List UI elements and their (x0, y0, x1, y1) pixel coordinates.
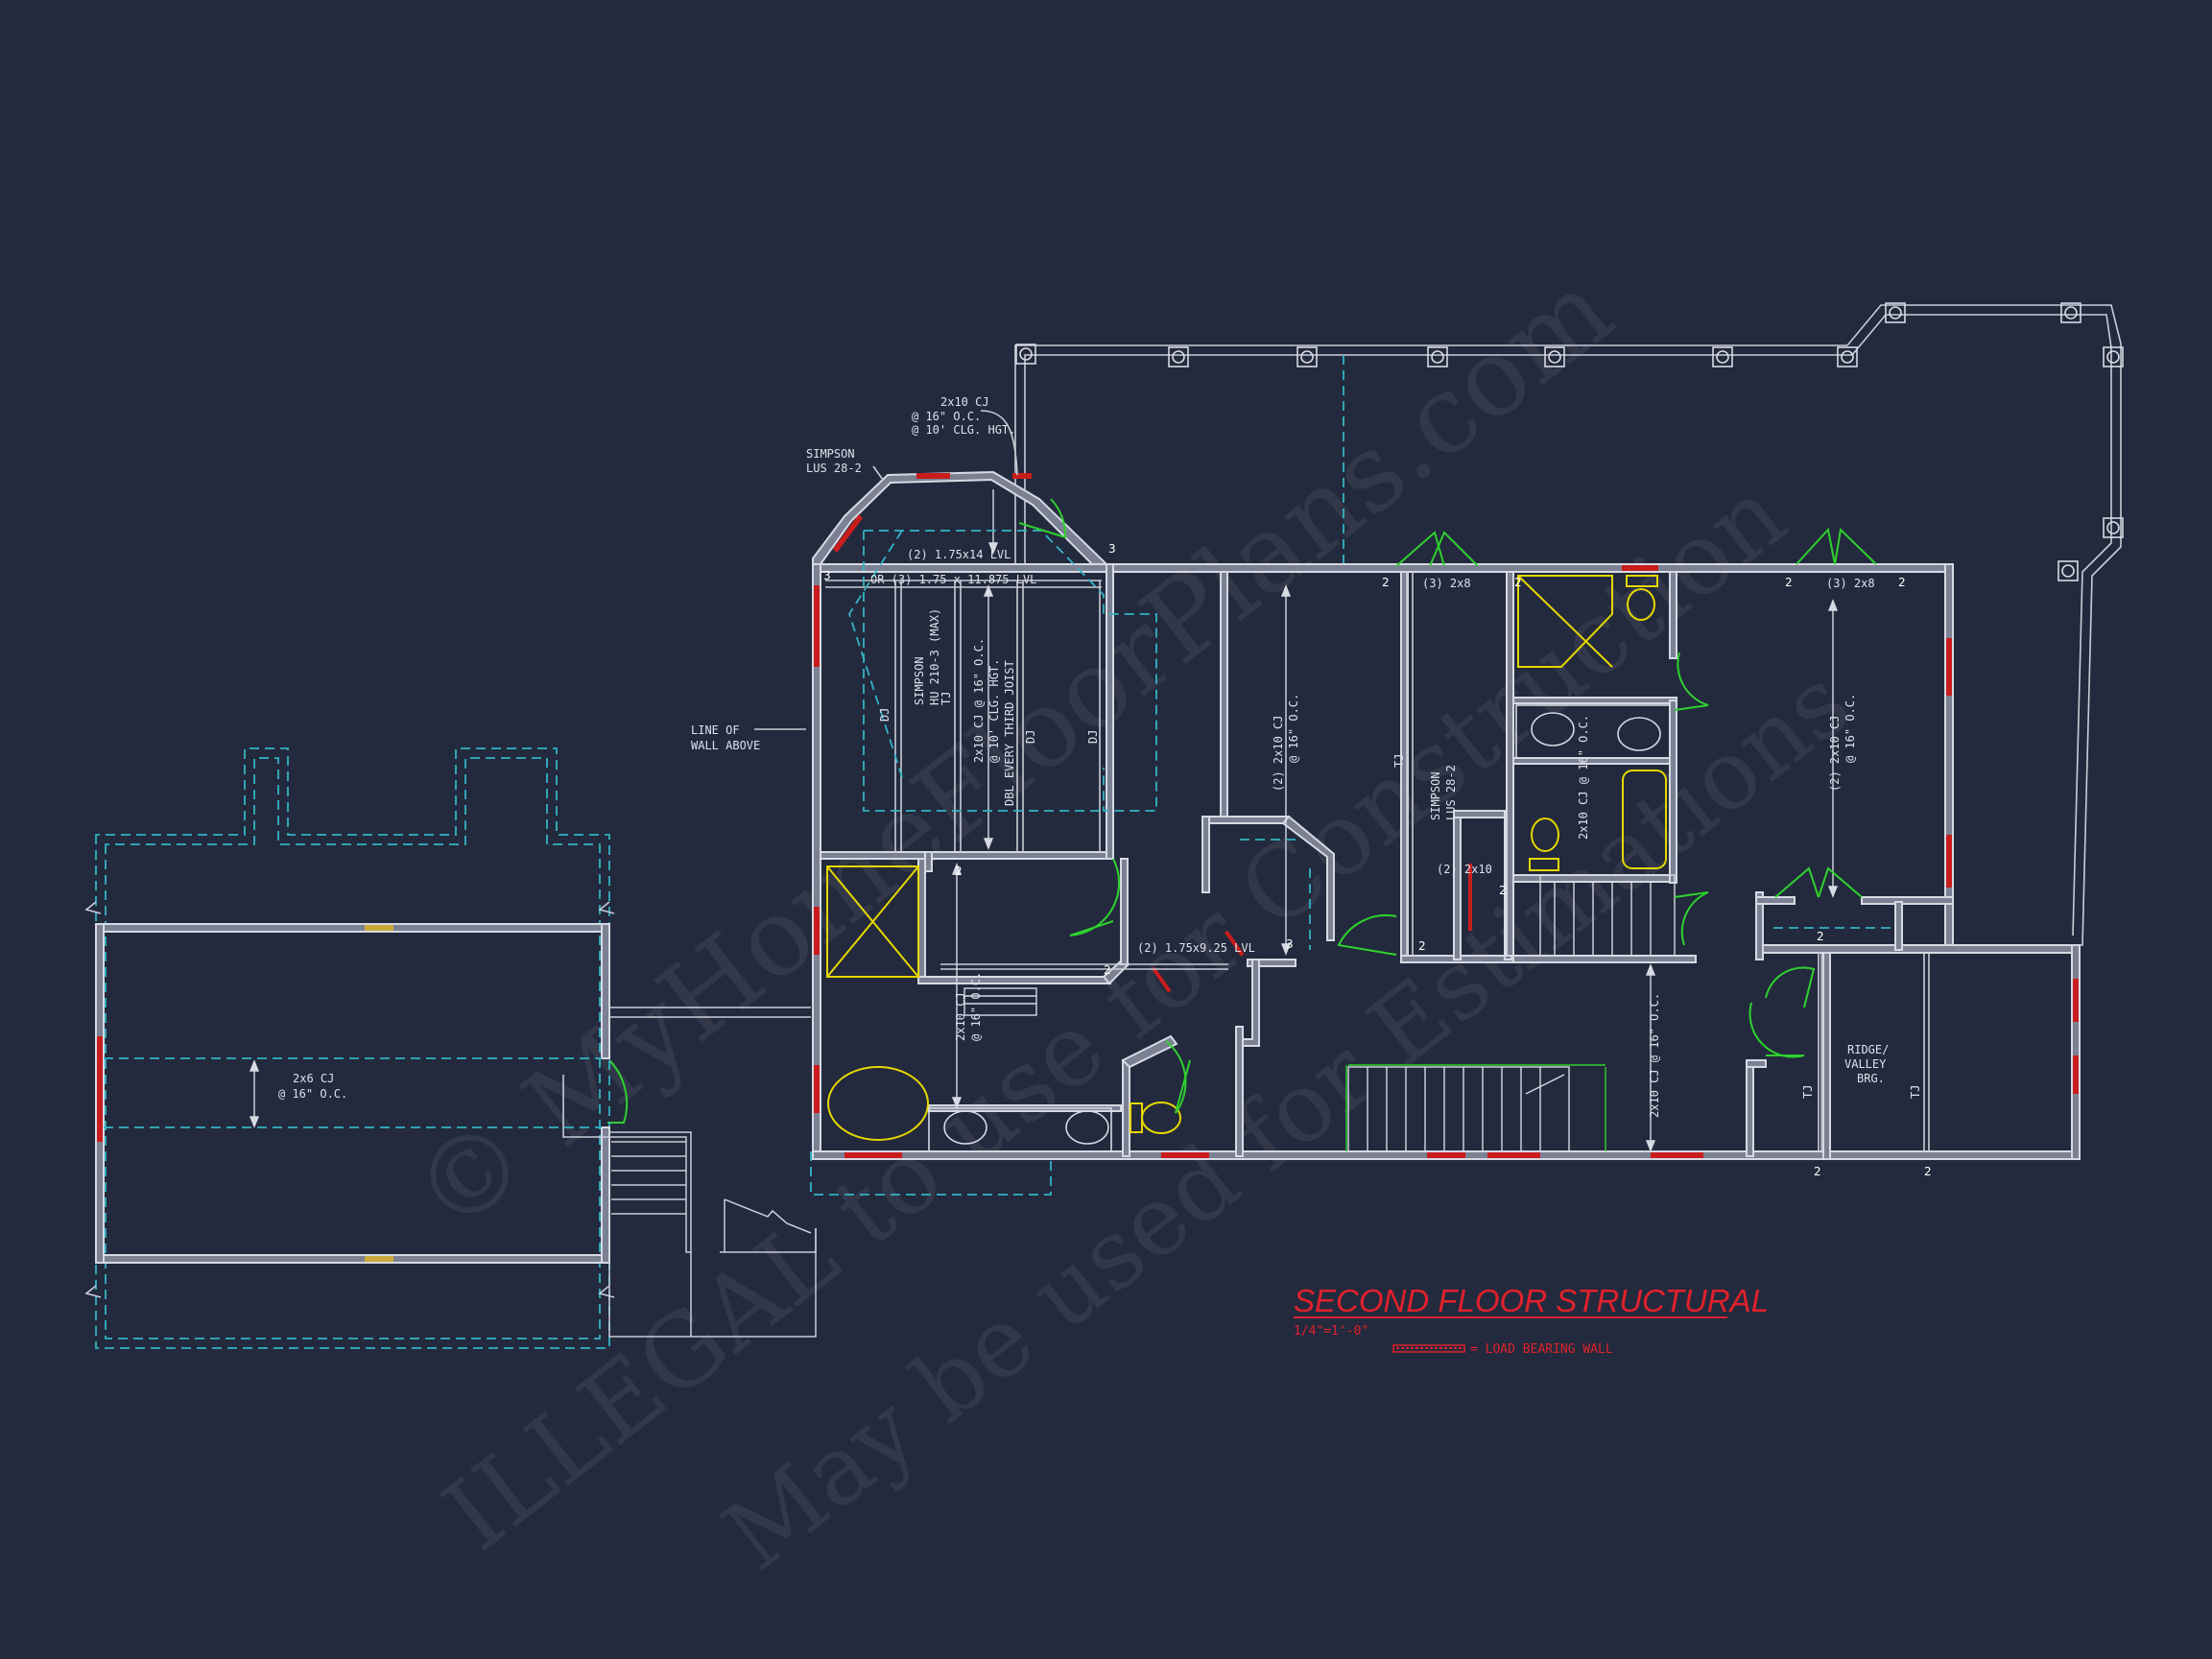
watermark: © MyHomeFloorPlans.com ILLEGAL to use fo… (391, 248, 1870, 1592)
marker: 2 (1898, 576, 1906, 589)
garage (84, 747, 615, 1349)
note-cj-bay: 2x10 CJ (940, 395, 989, 409)
note-simpson-b: LUS 28-2 (1444, 765, 1458, 820)
load-bearing-legend-swatch (1392, 1344, 1465, 1353)
marker: 2 (1499, 884, 1507, 897)
marker: 2 (1514, 576, 1522, 589)
note-cj-bath: 2x10 CJ @ 16" O.C. (1577, 715, 1590, 840)
marker: 3 (823, 569, 831, 582)
plumbing-fixtures (826, 575, 1667, 1141)
toilet-center (1531, 818, 1559, 852)
drawing-scale: 1/4"=1'-0" (1294, 1324, 1368, 1339)
note-cj-center: @ 10' CLG. HGT. (987, 659, 1001, 763)
shower-right (1517, 575, 1613, 668)
porch-outline (1014, 302, 2124, 946)
note-tj: TJ (1909, 1085, 1922, 1099)
stair-treads-2 (1367, 1067, 1541, 1151)
marker: 2 (1817, 930, 1824, 943)
note-simpson-b: SIMPSON (1429, 771, 1442, 820)
load-bearing-legend: = LOAD BEARING WALL (1470, 1342, 1613, 1357)
note-tj: TJ (940, 692, 953, 705)
note-ridge: VALLEY (1844, 1057, 1887, 1071)
note-header-3x8: (3) 2x8 (1422, 577, 1471, 590)
stair-treads-1 (1554, 881, 1652, 955)
note-garage-cj: @ 16" O.C. (278, 1087, 347, 1101)
note-cj-lower: 2x10 CJ (954, 992, 967, 1041)
note-simpson-hu: SIMPSON (913, 656, 926, 705)
note-dj: DJ (1024, 730, 1037, 744)
note-line-of-wall: WALL ABOVE (691, 739, 760, 752)
note-simpson: SIMPSON (806, 447, 855, 461)
note-dj: DJ (1086, 730, 1100, 744)
note-lvl-top: (2) 1.75x14 LVL (907, 548, 1011, 561)
note-tj: TJ (1801, 1085, 1815, 1099)
note-cj-right: (2) 2x10 CJ (1828, 716, 1842, 792)
note-header-3x8: (3) 2x8 (1826, 577, 1875, 590)
stairs (963, 874, 1676, 1152)
note-garage-cj: 2x6 CJ (293, 1072, 334, 1085)
framing-lines (825, 572, 1930, 1151)
note-cj-right: @ 16" O.C. (1843, 694, 1857, 763)
note-ridge: RIDGE/ (1847, 1043, 1889, 1056)
annotations: 2x10 CJ @ 16" O.C. @ 10' CLG. HGT. SIMPS… (278, 395, 1922, 1118)
marker: 2 (1382, 576, 1390, 589)
marker: 3 (1286, 937, 1294, 951)
note-simpson-hu: HU 210-3 (MAX) (928, 608, 941, 705)
note-cj-bay: @ 10' CLG. HGT. (912, 423, 1015, 437)
marker: 3 (1108, 542, 1116, 556)
marker: 2 (1785, 576, 1793, 589)
porch-columns (1015, 302, 2124, 581)
note-cj-hall: 2x10 CJ @ 16" O.C. (1648, 993, 1661, 1118)
note-cj-lower: @ 16" O.C. (969, 972, 983, 1041)
note-ridge: BRG. (1857, 1072, 1885, 1085)
toilet-right (1627, 588, 1655, 621)
joist-arrows (249, 489, 1839, 1152)
tub-oval (827, 1066, 929, 1141)
title-block: SECOND FLOOR STRUCTURAL 1/4"=1'-0" = LOA… (1294, 1283, 1769, 1357)
note-line-of-wall: LINE OF (691, 723, 740, 737)
door-swings (607, 498, 1877, 1124)
note-cj-bay: @ 16" O.C. (912, 410, 981, 423)
marker: 2 (1104, 963, 1111, 977)
note-cj-room2: @ 16" O.C. (1287, 694, 1300, 763)
shower-left (826, 865, 919, 978)
marker: 2 (1924, 1165, 1932, 1178)
load-bearing-walls (814, 473, 2079, 1158)
note-header-2x10: (2) 2x10 (1437, 863, 1492, 876)
bathtub (1622, 770, 1667, 869)
marker: 2 (1418, 939, 1426, 953)
connector (608, 1007, 817, 1338)
note-lvl-hall: (2) 1.75x9.25 LVL (1137, 941, 1255, 955)
note-lvl-or: OR (3) 1.75 x 11.875 LVL (870, 573, 1036, 586)
connector-steps (611, 1141, 686, 1215)
note-cj-center: DBL EVERY THIRD JOIST (1003, 660, 1016, 806)
note-dj: DJ (878, 708, 892, 722)
note-simpson: LUS 28-2 (806, 462, 862, 475)
note-tj: TJ (1392, 754, 1406, 768)
sinks (928, 704, 1671, 1152)
drawing-title: SECOND FLOOR STRUCTURAL (1294, 1283, 1769, 1318)
post-markers: 3 3 2 2 2 2 2 3 2 2 2 2 2 2 (823, 542, 1932, 1178)
toilet-left (1141, 1102, 1181, 1134)
wall-above-lines (810, 530, 1891, 1196)
marker: 2 (1814, 1165, 1821, 1178)
marker: 2 (955, 865, 963, 878)
note-cj-room2: (2) 2x10 CJ (1272, 716, 1285, 792)
interior-walls (820, 563, 1954, 1160)
note-cj-center: 2x10 CJ @ 16" O.C. (972, 638, 986, 763)
